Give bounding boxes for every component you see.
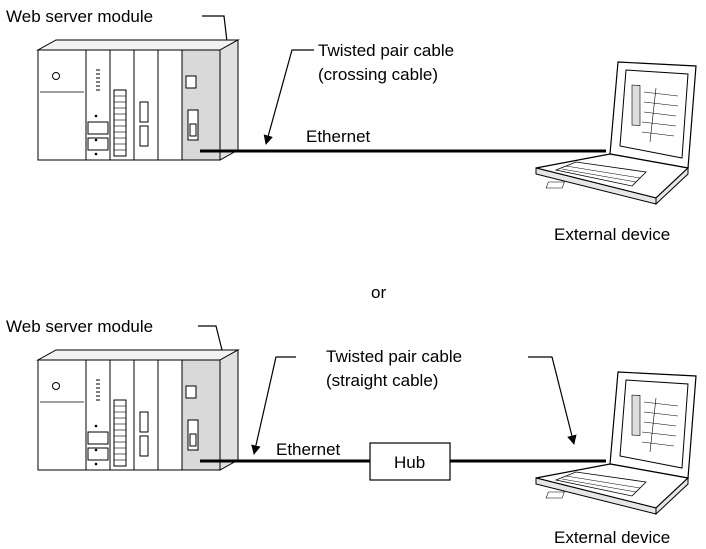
plc-module-icon — [37, 39, 239, 161]
external-device-label: External device — [554, 225, 670, 244]
cable-pointer-arrow — [263, 49, 314, 145]
cable-label-line1: Twisted pair cable — [326, 347, 462, 366]
hub-label: Hub — [394, 453, 425, 472]
web-server-module-label: Web server module — [6, 317, 153, 336]
cable-label-line2: (straight cable) — [326, 371, 438, 390]
external-device-label: External device — [554, 528, 670, 547]
top-diagram: Web server module Twisted pair cable (cr… — [6, 7, 697, 244]
ethernet-label: Ethernet — [276, 440, 341, 459]
laptop-icon — [535, 61, 697, 205]
cable-label-line2: (crossing cable) — [318, 65, 438, 84]
bottom-diagram: Web server module Twisted pair cable (st… — [6, 317, 697, 547]
plc-module-icon — [37, 349, 239, 471]
cable-pointer-arrow-left — [251, 356, 296, 455]
hub-box — [369, 442, 451, 481]
web-server-module-label: Web server module — [6, 7, 153, 26]
ethernet-label: Ethernet — [306, 127, 371, 146]
laptop-icon — [535, 371, 697, 515]
or-separator: or — [371, 283, 386, 302]
cable-label-line1: Twisted pair cable — [318, 41, 454, 60]
cable-pointer-arrow-right — [528, 356, 577, 445]
